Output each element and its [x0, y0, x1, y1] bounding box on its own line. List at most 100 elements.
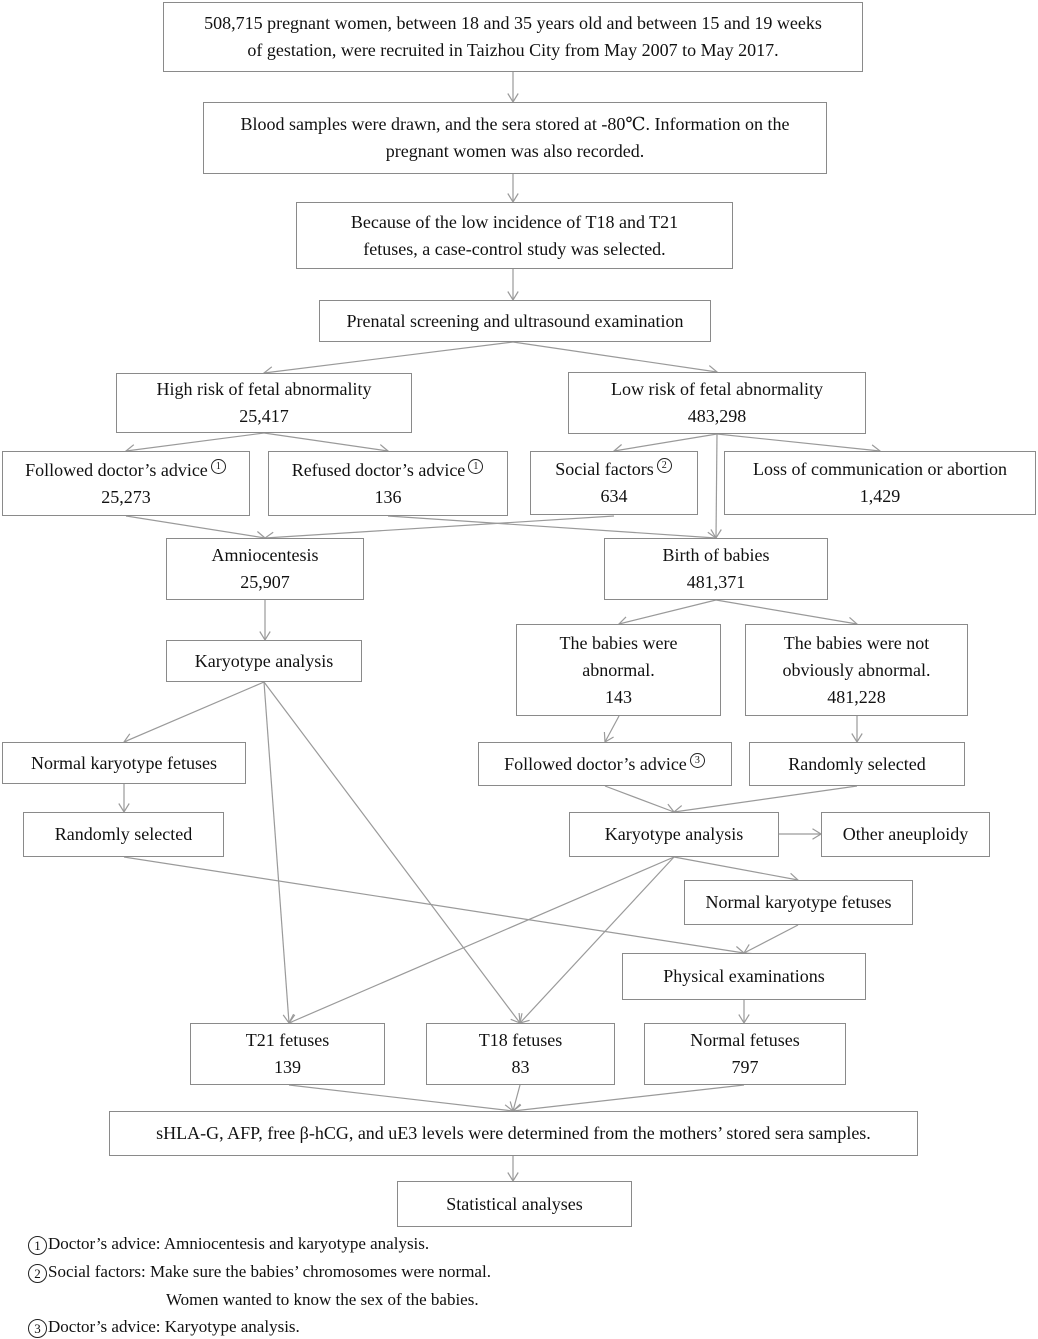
box-t21: T21 fetuses 139 — [190, 1023, 385, 1085]
box-screening: Prenatal screening and ultrasound examin… — [319, 300, 711, 342]
box-blood-line: pregnant women was also recorded. — [385, 141, 645, 161]
flow-arrow — [263, 341, 514, 374]
box-normalkaryo2: Normal karyotype fetuses — [684, 880, 913, 925]
box-karyo2-line: Karyotype analysis — [604, 824, 744, 844]
box-shlag-line: sHLA-G, AFP, free β-hCG, and uE3 levels … — [156, 1123, 871, 1143]
box-physical: Physical examinations — [622, 953, 866, 1000]
box-normalkaryo1-line: Normal karyotype fetuses — [31, 752, 217, 773]
box-notabnormal-line: 481,228 — [827, 686, 886, 707]
footnote-n2b: Women wanted to know the sex of the babi… — [166, 1289, 479, 1311]
footnote-marker: 1 — [468, 458, 484, 474]
box-casecontrol-line: Because of the low incidence of T18 and … — [350, 211, 679, 232]
box-normalkaryo1: Normal karyotype fetuses — [2, 742, 246, 784]
flow-arrow — [264, 515, 615, 539]
flow-arrow — [613, 433, 718, 452]
footnote-text: Doctor’s advice: Karyotype analysis. — [48, 1317, 300, 1336]
footnote-number: 2 — [28, 1264, 47, 1283]
box-physical-line: Physical examinations — [663, 966, 825, 986]
box-random1: Randomly selected — [23, 812, 224, 857]
box-shlag: sHLA-G, AFP, free β-hCG, and uE3 levels … — [109, 1111, 918, 1156]
flow-arrow — [604, 785, 675, 813]
box-refused-line: 136 — [374, 486, 402, 507]
box-recruit: 508,715 pregnant women, between 18 and 3… — [163, 2, 863, 72]
box-screening-line: Prenatal screening and ultrasound examin… — [346, 310, 684, 331]
flow-arrow — [604, 715, 620, 743]
box-abnormal-line: 143 — [605, 686, 632, 707]
box-casecontrol-line: fetuses, a case-control study was select… — [363, 238, 666, 259]
footnote-number: 1 — [28, 1236, 47, 1255]
box-t21-line: 139 — [274, 1057, 301, 1077]
box-normalfetus: Normal fetuses 797 — [644, 1023, 846, 1085]
footnote-number: 3 — [28, 1319, 47, 1338]
flow-arrow — [716, 433, 881, 452]
footnote-text: Social factors: Make sure the babies’ ch… — [48, 1262, 491, 1281]
flow-arrow — [512, 1084, 745, 1112]
footnote-marker: 1 — [210, 458, 226, 474]
flow-arrow — [673, 785, 858, 813]
box-lowrisk-line: Low risk of fetal abnormality — [611, 379, 823, 399]
box-t18-line: 83 — [511, 1057, 530, 1077]
box-casecontrol: Because of the low incidence of T18 and … — [296, 202, 733, 269]
footnote-marker: 3 — [689, 752, 705, 768]
box-loss-line: 1,429 — [859, 486, 901, 506]
flow-arrow — [125, 515, 266, 539]
flow-arrow — [263, 681, 290, 1024]
flow-arrow — [743, 924, 799, 954]
flow-arrow — [519, 856, 675, 1024]
box-birth-line: 481,371 — [686, 572, 746, 592]
box-abnormal-line: The babies were — [559, 632, 678, 653]
box-recruit-line: 508,715 pregnant women, between 18 and 3… — [204, 13, 822, 33]
box-highrisk-line: 25,417 — [239, 406, 289, 426]
box-normalfetus-line: Normal fetuses — [690, 1030, 800, 1050]
flow-arrow — [123, 681, 265, 743]
box-lowrisk-line: 483,298 — [687, 406, 747, 426]
footnote-text: Women wanted to know the sex of the babi… — [166, 1290, 479, 1309]
box-karyo1: Karyotype analysis — [166, 640, 362, 682]
box-loss: Loss of communication or abortion 1,429 — [724, 451, 1036, 515]
box-normalkaryo2-line: Normal karyotype fetuses — [705, 892, 892, 912]
flow-arrow — [125, 432, 265, 452]
flow-arrow — [512, 1084, 521, 1112]
box-loss-line: Loss of communication or abortion — [753, 459, 1007, 479]
box-stats: Statistical analyses — [397, 1181, 632, 1227]
flow-arrow — [263, 432, 389, 452]
box-stats-line: Statistical analyses — [446, 1193, 583, 1214]
flow-arrow — [715, 599, 858, 625]
box-random2-line: Randomly selected — [788, 753, 926, 774]
box-amnio-line: Amniocentesis — [211, 545, 319, 565]
box-notabnormal-line: obviously abnormal. — [782, 659, 931, 680]
flow-arrow — [263, 681, 521, 1024]
box-t21-line: T21 fetuses — [245, 1030, 330, 1050]
box-random1-line: Randomly selected — [54, 824, 193, 844]
box-karyo2: Karyotype analysis — [569, 812, 779, 857]
box-normalfetus-line: 797 — [731, 1057, 759, 1077]
box-t18: T18 fetuses 83 — [426, 1023, 615, 1085]
flow-arrow — [673, 856, 799, 881]
flow-arrow — [715, 433, 718, 539]
flow-arrow — [512, 341, 718, 373]
flow-arrow — [288, 1084, 514, 1112]
box-t18-line: T18 fetuses — [478, 1030, 563, 1050]
box-random2: Randomly selected — [749, 742, 965, 786]
box-otheraneu: Other aneuploidy — [821, 812, 990, 857]
box-lowrisk: Low risk of fetal abnormality 483,298 — [568, 372, 866, 434]
box-social-line: 634 — [600, 486, 628, 506]
box-followed1-line: 25,273 — [101, 486, 151, 507]
flow-arrow — [387, 515, 717, 539]
flow-arrow — [618, 599, 717, 625]
